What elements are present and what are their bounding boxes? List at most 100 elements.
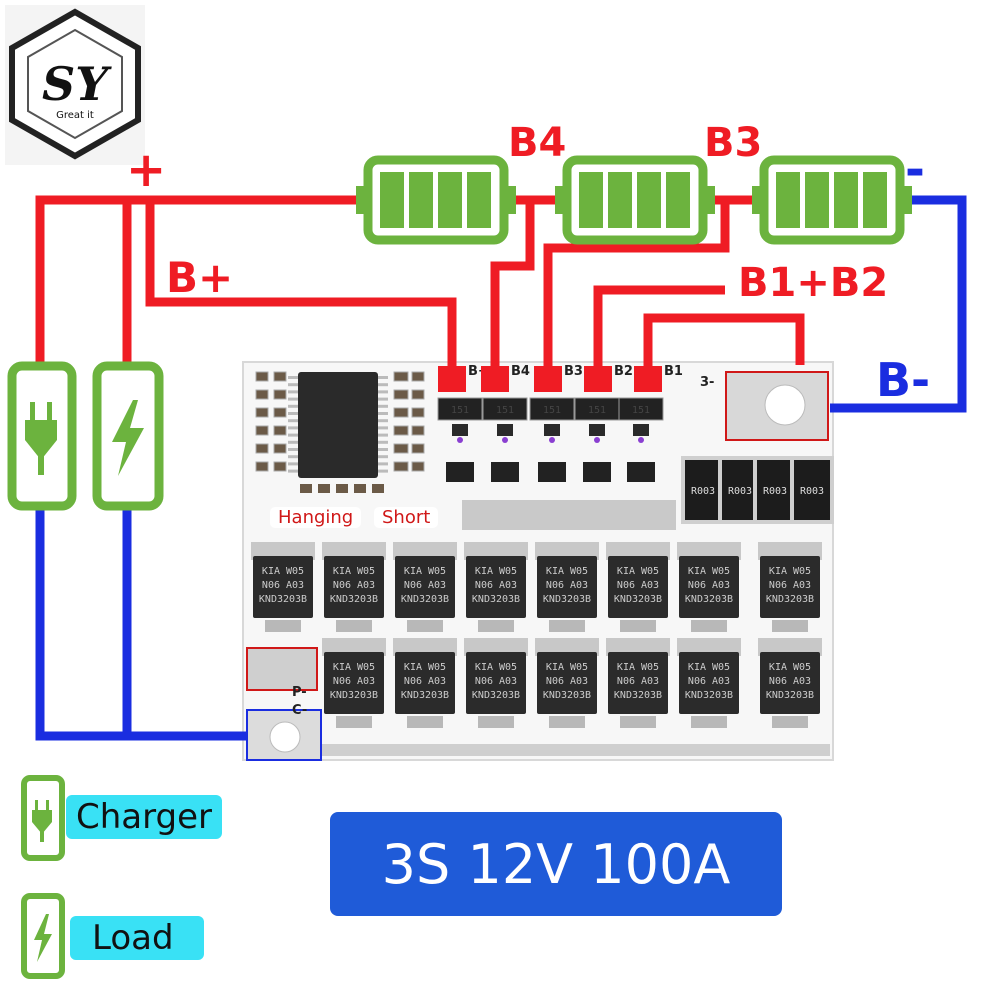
mosfet-marking: N06 A03 xyxy=(769,580,811,591)
legend-load-label: Load xyxy=(70,916,204,960)
balance-resistor: 151 xyxy=(574,397,620,482)
resistor-code: 151 xyxy=(451,405,469,416)
b-minus-pad: 3- xyxy=(700,371,829,441)
mosfet-marking: KIA W05 xyxy=(688,566,730,577)
mosfet-marking: KIA W05 xyxy=(404,566,446,577)
mosfet-marking: N06 A03 xyxy=(262,580,304,591)
mosfet-marking: N06 A03 xyxy=(475,580,517,591)
mosfet-marking: KIA W05 xyxy=(688,662,730,673)
p-minus-label: P- xyxy=(292,685,307,700)
mosfet-marking: KND3203B xyxy=(543,594,591,605)
mosfet-marking: KIA W05 xyxy=(262,566,304,577)
shunt-code: R003 xyxy=(728,486,752,497)
b-minus-pad-label: 3- xyxy=(700,375,714,390)
mosfet-marking: N06 A03 xyxy=(404,676,446,687)
mosfet-marking: KND3203B xyxy=(766,690,814,701)
mosfet-marking: KND3203B xyxy=(330,594,378,605)
battery-cell-3 xyxy=(752,155,912,245)
balance-resistor: 151 xyxy=(618,397,664,482)
balance-resistor: 151 xyxy=(437,397,483,482)
blue-wires xyxy=(35,195,967,741)
balance-pad-label: B3 xyxy=(564,364,583,379)
mosfet-marking: N06 A03 xyxy=(617,580,659,591)
battery-cell-2 xyxy=(555,155,715,245)
mosfet-marking: KND3203B xyxy=(401,594,449,605)
mosfet-marking: KIA W05 xyxy=(546,566,588,577)
shunt-code: R003 xyxy=(763,486,787,497)
mosfet-marking: KND3203B xyxy=(330,690,378,701)
shunt-resistor: R003 xyxy=(753,456,797,524)
mosfet-marking: KND3203B xyxy=(614,690,662,701)
bms-ic-chip xyxy=(288,372,388,478)
shunt-resistor: R003 xyxy=(681,456,725,524)
b3-label: B3 xyxy=(704,120,762,166)
plus-label: + xyxy=(126,142,166,198)
legend-charger-label: Charger xyxy=(66,795,222,839)
mosfet-marking: KIA W05 xyxy=(546,662,588,673)
b-minus-label: B- xyxy=(876,353,930,407)
mosfet-marking: KIA W05 xyxy=(617,566,659,577)
balance-resistor: 151 xyxy=(529,397,575,482)
c-minus-label: C- xyxy=(292,703,307,718)
resistor-code: 151 xyxy=(632,405,650,416)
minus-label: - xyxy=(905,142,925,198)
shunt-code: R003 xyxy=(800,486,824,497)
balance-pad-b4: B4 xyxy=(481,364,530,392)
hanging-tag: Hanging xyxy=(270,507,362,528)
mosfet-marking: KND3203B xyxy=(614,594,662,605)
mosfet-marking: KND3203B xyxy=(543,690,591,701)
spec-text: 3S 12V 100A xyxy=(381,832,731,896)
mosfet-marking: N06 A03 xyxy=(475,676,517,687)
mosfet-marking: N06 A03 xyxy=(333,580,375,591)
mosfet-marking: KIA W05 xyxy=(475,662,517,673)
resistor-code: 151 xyxy=(588,405,606,416)
mosfet-marking: KND3203B xyxy=(685,594,733,605)
brand-logo: SY Great it xyxy=(5,5,145,165)
mosfet-marking: KND3203B xyxy=(259,594,307,605)
battery-cells xyxy=(356,155,912,245)
shunt-resistors: R003 R003 R003 R003 xyxy=(681,456,834,524)
mosfet-marking: KND3203B xyxy=(472,690,520,701)
shunt-code: R003 xyxy=(691,486,715,497)
charger-box xyxy=(7,361,77,511)
mosfet-marking: KND3203B xyxy=(472,594,520,605)
balance-pad-label: B2 xyxy=(614,364,633,379)
mosfet-marking: KIA W05 xyxy=(769,662,811,673)
short-tag: Short xyxy=(374,507,439,528)
bolt-icon xyxy=(112,400,144,476)
plug-icon xyxy=(25,402,57,475)
mosfet-marking: KIA W05 xyxy=(617,662,659,673)
balance-pad-b1: B1 xyxy=(634,364,683,392)
shunt-resistor: R003 xyxy=(790,456,834,524)
mosfet-marking: N06 A03 xyxy=(769,676,811,687)
b4-label: B4 xyxy=(508,120,566,166)
mosfet-marking: N06 A03 xyxy=(546,580,588,591)
p-minus-pad: P- xyxy=(246,647,318,700)
legend-load-icon xyxy=(21,893,65,979)
mosfet-marking: KIA W05 xyxy=(404,662,446,673)
plug-icon xyxy=(32,800,52,842)
logo-monogram: SY xyxy=(42,57,112,111)
mosfet-marking: KND3203B xyxy=(766,594,814,605)
logo-tagline: Great it xyxy=(56,110,94,121)
c-minus-pad: C- xyxy=(246,703,322,761)
mosfet-marking: KND3203B xyxy=(401,690,449,701)
mosfet-marking: N06 A03 xyxy=(546,676,588,687)
battery-cell-1 xyxy=(356,155,516,245)
